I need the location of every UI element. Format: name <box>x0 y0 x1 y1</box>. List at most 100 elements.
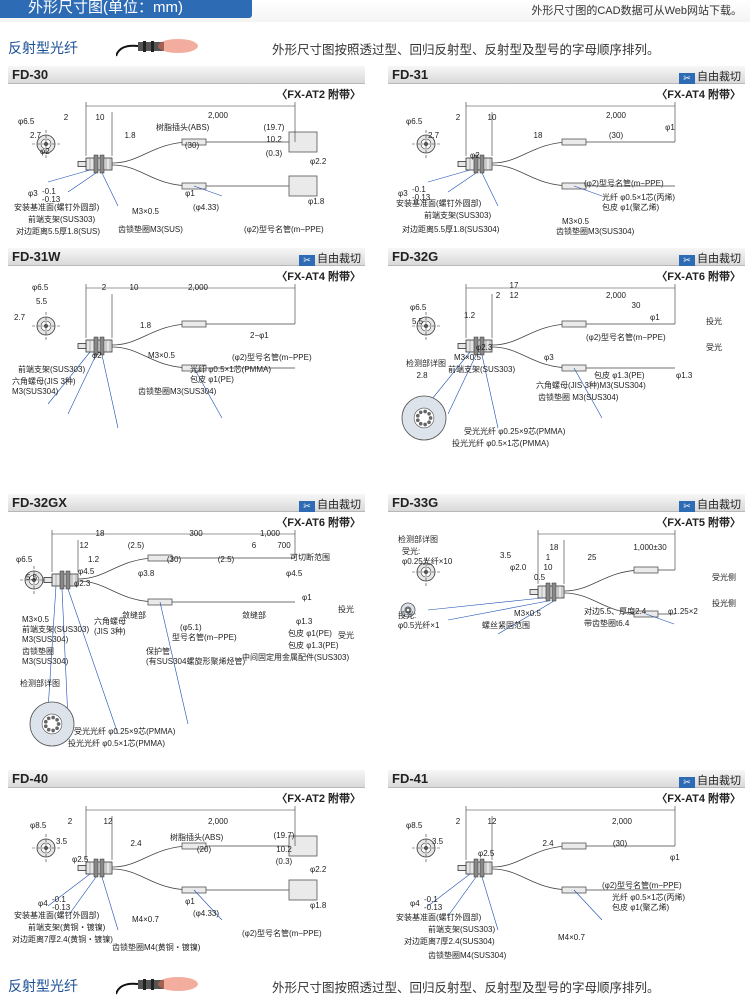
dimension-label: (有SUS304螺旋形聚烯烃管) <box>146 656 245 666</box>
dimension-label: φ1.3 <box>296 617 313 626</box>
dimension-label: φ2.3 <box>74 579 91 588</box>
dimension-label: (φ2)型号名管(m−PPE) <box>602 880 682 890</box>
panel-header: FD-31W✂自由裁切 <box>8 248 365 266</box>
dimension-label: (2.5) <box>218 555 235 564</box>
front-view <box>32 312 60 340</box>
dimension-label: M3×0.5 <box>148 351 175 360</box>
model-name: FD-33G <box>392 495 439 510</box>
footer-section-description: 外形尺寸图按照透过型、回归反射型、反射型及型号的字母顺序排列。 <box>272 981 660 995</box>
dimension-label: M3×0.5 <box>562 217 589 226</box>
dimension-label: φ1.8 <box>308 197 325 206</box>
section-header: 反射型光纤 外形尺寸图按照透过型、回归反射型、反射型及型号的字母顺序排列。 <box>0 32 750 62</box>
dimension-label: (JIS 3种) <box>94 626 126 636</box>
dimension-label: 安装基准面(螺钉外圆部) <box>396 198 482 208</box>
dimension-label: 3.5 <box>56 837 68 846</box>
dimension-label: -0.13 <box>52 903 71 912</box>
section-title: 反射型光纤 <box>8 40 78 56</box>
dimension-label: 2 <box>456 817 461 826</box>
dimension-label: 10.2 <box>266 135 282 144</box>
dimension-label: φ6.5 <box>410 303 427 312</box>
dimension-label: M3(SUS304) <box>22 657 69 666</box>
dimension-label: (φ4.33) <box>193 909 219 918</box>
free-cut-label: 自由裁切 <box>317 253 361 265</box>
front-view <box>412 312 440 340</box>
page-header: 外形尺寸图(单位：mm) 外形尺寸图的CAD数据可从Web网站下载。 <box>0 0 750 22</box>
dimension-label: 2,000 <box>188 283 209 292</box>
dimension-label: 2 <box>496 291 501 300</box>
dimension-label: 前端支架(黄铜・镀镍) <box>28 922 106 932</box>
dimension-label: 投光: <box>398 610 416 620</box>
dimension-label: φ1 <box>665 123 675 132</box>
attachment-label: 〈FX-AT6 附带〉 <box>656 271 741 283</box>
dimension-label: 25 <box>588 553 597 562</box>
sensor-head <box>457 336 493 356</box>
free-cut-label: 自由裁切 <box>697 499 741 511</box>
dimension-label: 5.5 <box>412 317 424 326</box>
dimension-label: φ4 <box>38 899 48 908</box>
attachment-label: 〈FX-AT5 附带〉 <box>656 517 741 529</box>
dimension-label: 受光光纤 φ0.25×9芯(PMMA) <box>74 726 176 736</box>
dimension-label: 10 <box>544 563 553 572</box>
dimension-label: 2.8 <box>416 371 428 380</box>
dimension-label: φ2.3 <box>476 343 493 352</box>
dimension-label: 2,000 <box>612 817 633 826</box>
dimension-label: φ3 <box>28 189 38 198</box>
dimension-label: (φ4.33) <box>193 203 219 212</box>
dimension-label: (30) <box>167 555 182 564</box>
dimension-label: 投光 <box>706 316 722 326</box>
dimension-label: φ2.5 <box>72 855 89 864</box>
dimension-label: 5.5 <box>36 297 48 306</box>
dimension-label: 保护管 <box>146 646 170 656</box>
dimension-label: 12 <box>80 541 89 550</box>
free-cut-badge: ✂自由裁切 <box>299 496 361 512</box>
dimension-label: 前端支架(SUS303) <box>424 210 491 220</box>
dimension-label: φ8.5 <box>406 821 423 830</box>
dimension-label: 齿锁垫圈 M3(SUS304) <box>538 392 619 402</box>
dimension-label: 1.2 <box>88 555 100 564</box>
dimension-label: 检测部详图 <box>406 358 446 368</box>
dimension-lines <box>465 102 676 156</box>
leader-lines <box>427 169 603 207</box>
dimension-label: φ2 <box>40 147 50 156</box>
dimension-lines <box>465 806 676 860</box>
leader-lines <box>427 351 603 429</box>
dimension-label: 前端支架(SUS303) <box>428 924 495 934</box>
dimension-label: 包皮 φ1(聚乙烯) <box>612 902 670 912</box>
attachment-label: 〈FX-AT4 附带〉 <box>656 793 741 805</box>
footer-section-title: 反射型光纤 <box>8 978 78 994</box>
dimension-label: 包皮 φ1.3(PE) <box>594 370 645 380</box>
dimension-label: 安装基准面(螺钉外圆部) <box>14 910 100 920</box>
drawing-panel: FD-33G✂自由裁切〈FX-AT5 附带〉检测部详图受光:φ0.25光纤×10… <box>388 494 745 664</box>
dimension-label: 齿锁垫圈 <box>22 646 54 656</box>
dimension-label: 敛缝部 <box>122 610 146 620</box>
dimension-label: (19.7) <box>274 831 295 840</box>
panel-header: FD-40 <box>8 770 365 788</box>
dimension-label: (0.3) <box>266 149 283 158</box>
dimension-label: 2 <box>456 113 461 122</box>
front-view <box>412 130 440 158</box>
dimension-label: φ2.2 <box>310 157 327 166</box>
dimension-label: 带齿垫圈t6.4 <box>584 618 630 628</box>
attachment-label: 〈FX-AT4 附带〉 <box>656 89 741 101</box>
dimension-label: φ8.5 <box>30 821 47 830</box>
panel-header: FD-30 <box>8 66 365 84</box>
dimension-label: -0.13 <box>412 193 431 202</box>
dimension-label: 2 <box>64 113 69 122</box>
model-name: FD-32GX <box>12 495 67 510</box>
dimension-label: M3(SUS304) <box>22 635 69 644</box>
dimension-label: 六角螺母(JIS 3种) <box>12 376 76 386</box>
sensor-head <box>457 154 493 174</box>
front-view <box>32 130 60 158</box>
dimension-label: 安装基准面(螺钉外圆部) <box>396 912 482 922</box>
dimension-label: φ3.8 <box>138 569 155 578</box>
sensor-head <box>457 858 493 878</box>
dimension-label: 12 <box>488 817 497 826</box>
dimension-label: 前端支架(SUS303) <box>22 624 89 634</box>
section-description: 外形尺寸图按照透过型、回归反射型、反射型及型号的字母顺序排列。 <box>272 43 660 57</box>
